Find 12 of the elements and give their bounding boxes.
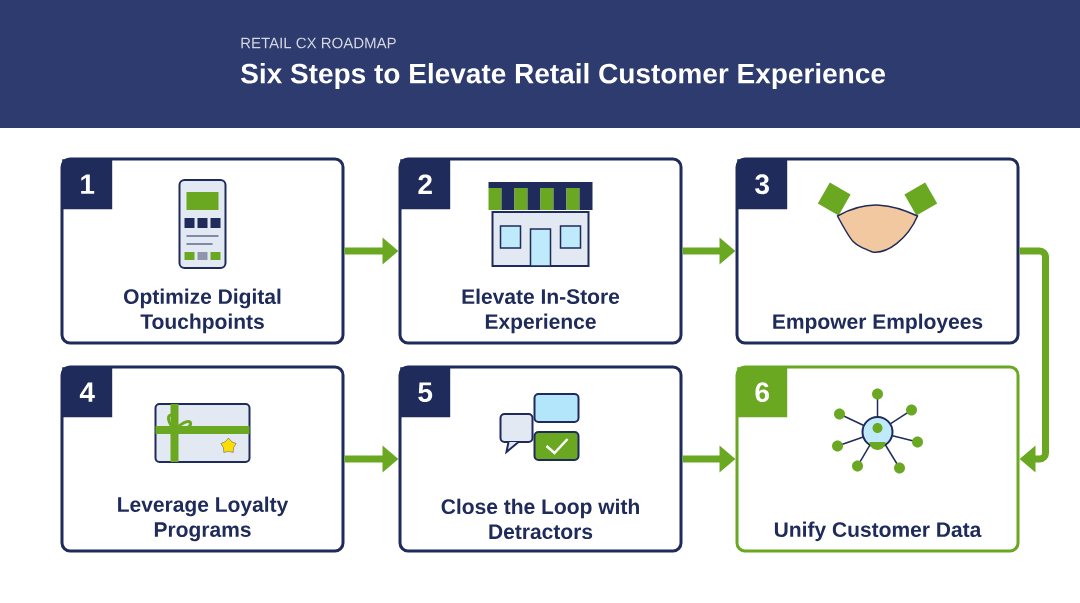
step-card: Close the Loop with Detractors 5: [398, 365, 683, 553]
step-card: Unify Customer Data 6: [735, 365, 1020, 553]
step-card: Optimize Digital Touchpoints 1: [60, 157, 345, 345]
step-card: Empower Employees 3: [735, 157, 1020, 345]
number-badge: 2: [400, 159, 451, 210]
number-badge: 5: [400, 367, 451, 418]
number-badge: 1: [62, 159, 113, 210]
subtitle: RETAIL CX ROADMAP: [241, 37, 396, 49]
number-badge: 4: [62, 367, 113, 418]
number-badge: 6: [737, 367, 788, 418]
number-badge: 3: [737, 159, 788, 210]
title: Six Steps to Elevate Retail Customer Experience: [241, 62, 885, 90]
